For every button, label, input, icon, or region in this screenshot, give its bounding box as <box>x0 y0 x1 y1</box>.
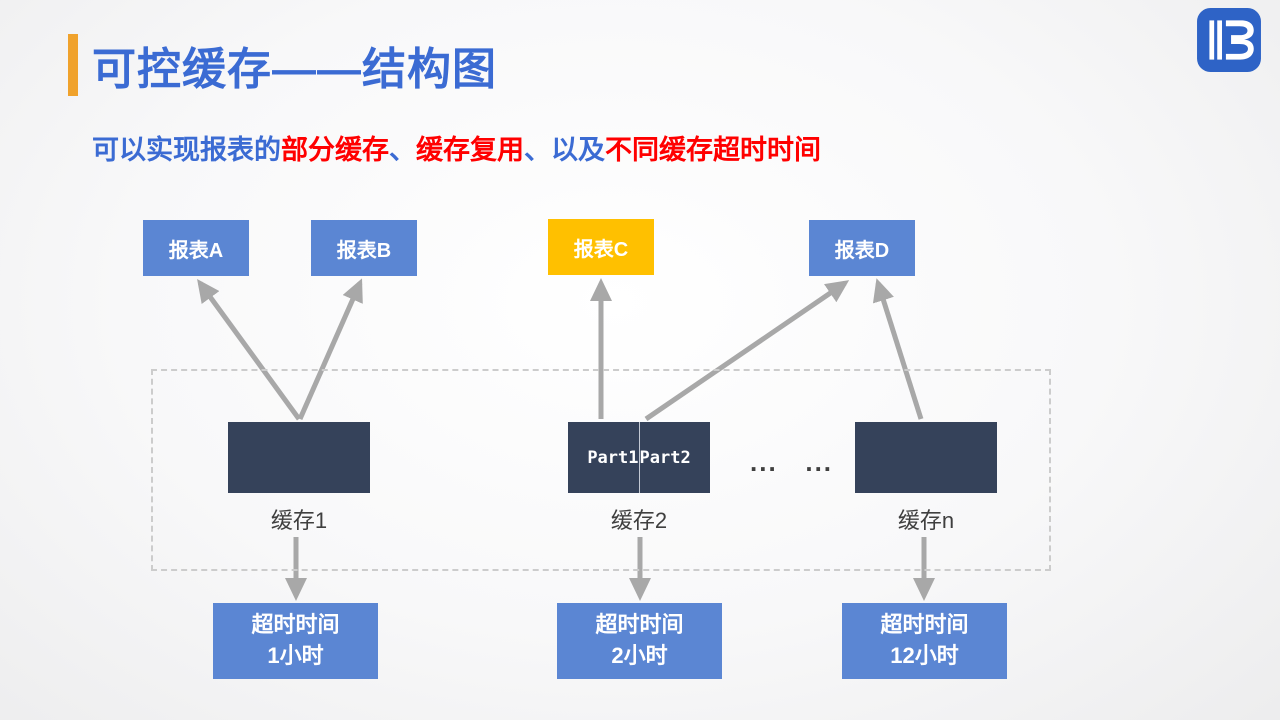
report-d-box: 报表D <box>809 220 915 276</box>
timeout-12h-box: 超时时间 12小时 <box>842 603 1007 679</box>
report-a-box: 报表A <box>143 220 249 276</box>
more-caches-ellipsis: ... ... <box>750 447 834 477</box>
cache-zone-dashed-border <box>151 369 1051 571</box>
subtitle-segment: 、 <box>389 135 416 165</box>
subtitle: 可以实现报表的部分缓存、缓存复用、以及不同缓存超时时间 <box>92 128 821 167</box>
timeout-value: 2小时 <box>611 643 668 668</box>
subtitle-segment: 不同缓存超时时间 <box>605 135 821 165</box>
timeout-label: 超时时间 <box>251 612 340 638</box>
subtitle-segment: 、以及 <box>524 135 605 165</box>
cache-2-part2: Part2 <box>639 447 691 468</box>
report-c-box: 报表C <box>548 219 654 275</box>
cache-n-box <box>855 422 997 493</box>
subtitle-segment: 可以实现报表的 <box>92 135 281 165</box>
subtitle-segment: 部分缓存 <box>281 135 389 165</box>
timeout-label: 超时时间 <box>595 612 684 638</box>
timeout-value: 12小时 <box>890 643 959 668</box>
cache-1-label: 缓存1 <box>270 508 328 533</box>
cache-2-divider <box>638 422 640 493</box>
cache-2-label: 缓存2 <box>610 508 668 533</box>
subtitle-segment: 缓存复用 <box>416 135 524 165</box>
title-accent-bar <box>68 34 78 96</box>
timeout-label: 超时时间 <box>880 612 969 638</box>
page-title: 可控缓存——结构图 <box>92 45 497 94</box>
timeout-2h-box: 超时时间 2小时 <box>557 603 722 679</box>
cache-1-box <box>228 422 370 493</box>
report-b-box: 报表B <box>311 220 417 276</box>
cache-2-box: Part1 Part2 <box>568 422 710 493</box>
cache-2-part1: Part1 <box>587 447 639 468</box>
cache-n-label: 缓存n <box>897 508 955 533</box>
timeout-1h-box: 超时时间 1小时 <box>213 603 378 679</box>
timeout-value: 1小时 <box>267 643 324 668</box>
company-r-logo-icon <box>1197 8 1261 72</box>
